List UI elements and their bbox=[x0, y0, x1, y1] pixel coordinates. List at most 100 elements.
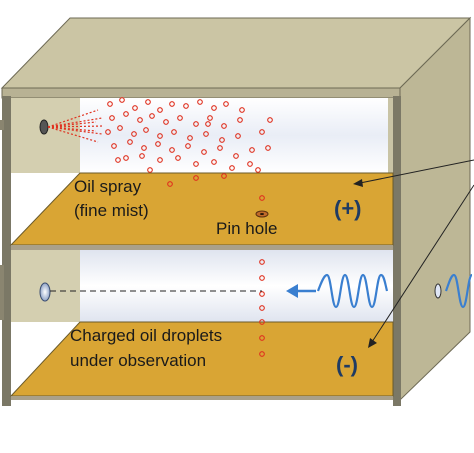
oil-droplet bbox=[211, 159, 217, 165]
oil-droplet bbox=[111, 143, 117, 149]
pin-hole-label: Pin hole bbox=[216, 219, 277, 238]
oil-droplet bbox=[109, 115, 115, 121]
upper-plate-edge bbox=[11, 245, 393, 250]
spray-streak bbox=[47, 126, 99, 143]
oil-droplet bbox=[217, 145, 223, 151]
oil-droplet bbox=[119, 97, 125, 103]
charged-droplets-label-line2: under observation bbox=[70, 351, 206, 370]
oil-droplet bbox=[193, 161, 199, 167]
left-bracket-upper bbox=[0, 120, 4, 130]
oil-droplet bbox=[265, 145, 271, 151]
oil-droplet bbox=[167, 181, 173, 187]
oil-droplet bbox=[141, 145, 147, 151]
oil-droplet bbox=[207, 115, 213, 121]
oil-droplet bbox=[143, 127, 149, 133]
oil-droplet bbox=[137, 117, 143, 123]
oil-droplet bbox=[235, 133, 241, 139]
oil-droplet bbox=[239, 107, 245, 113]
inner-right-wall-upper bbox=[388, 98, 393, 173]
oil-droplet bbox=[247, 161, 253, 167]
oil-droplet bbox=[255, 167, 261, 173]
spray-streak bbox=[47, 126, 97, 132]
oil-droplet bbox=[145, 99, 151, 105]
oil-droplet bbox=[223, 101, 229, 107]
oil-droplet bbox=[259, 195, 265, 201]
oil-droplet bbox=[219, 137, 225, 143]
oil-droplet bbox=[203, 131, 209, 137]
oil-droplet bbox=[187, 135, 193, 141]
oil-droplet bbox=[221, 173, 227, 179]
oil-droplet bbox=[132, 105, 138, 111]
charged-droplets-label-line1: Charged oil droplets bbox=[70, 326, 222, 345]
pointer-to-lower-plate bbox=[371, 184, 474, 343]
left-bracket-lower bbox=[0, 265, 4, 320]
pointer-to-upper-plate bbox=[359, 159, 474, 184]
oil-droplet bbox=[259, 275, 265, 281]
oil-droplet bbox=[249, 147, 255, 153]
oil-droplet bbox=[267, 117, 273, 123]
oil-droplet bbox=[201, 149, 207, 155]
oil-droplet bbox=[107, 101, 113, 107]
oil-droplet bbox=[123, 111, 129, 117]
oil-droplet bbox=[175, 155, 181, 161]
oil-droplet bbox=[169, 147, 175, 153]
oil-droplet bbox=[147, 167, 153, 173]
lower-plate-edge bbox=[11, 396, 393, 400]
box-left-post bbox=[2, 96, 11, 406]
oil-droplet bbox=[183, 103, 189, 109]
spray-streak bbox=[47, 125, 105, 128]
oil-droplet bbox=[229, 165, 235, 171]
oil-droplet bbox=[127, 139, 133, 145]
box-front-lip bbox=[1, 87, 401, 99]
oil-droplet bbox=[233, 153, 239, 159]
plus-sign-label: (+) bbox=[334, 196, 362, 221]
oil-droplet bbox=[185, 143, 191, 149]
spray-streak bbox=[47, 121, 97, 128]
fine-mist-label: (fine mist) bbox=[74, 201, 149, 220]
oil-droplet bbox=[117, 125, 123, 131]
side-port-icon bbox=[434, 283, 442, 299]
oil-droplet bbox=[177, 115, 183, 121]
oil-droplet bbox=[169, 101, 175, 107]
light-wave-icon bbox=[316, 273, 389, 309]
spray-streak bbox=[47, 109, 99, 128]
oil-droplet bbox=[123, 155, 129, 161]
oil-droplet bbox=[157, 133, 163, 139]
oil-droplet bbox=[171, 129, 177, 135]
oil-droplet bbox=[193, 121, 199, 127]
oil-droplet bbox=[131, 131, 137, 137]
oil-spray-label: Oil spray bbox=[74, 177, 142, 196]
oil-droplet bbox=[259, 305, 265, 311]
oil-droplet bbox=[105, 129, 111, 135]
external-light-wave bbox=[444, 273, 474, 309]
oil-droplet bbox=[211, 105, 217, 111]
oil-droplets bbox=[105, 97, 273, 357]
oil-droplet bbox=[163, 119, 169, 125]
oil-droplet bbox=[115, 157, 121, 163]
pointer-arrowhead-lower bbox=[368, 338, 377, 348]
oil-droplet bbox=[157, 157, 163, 163]
oil-droplet bbox=[205, 121, 211, 127]
inner-left-wall-upper bbox=[11, 98, 80, 173]
pin-hole-center bbox=[260, 213, 264, 215]
oil-droplet bbox=[259, 351, 265, 357]
oil-droplet bbox=[193, 175, 199, 181]
box-right-post bbox=[393, 96, 401, 406]
oil-droplet bbox=[139, 153, 145, 159]
oil-droplet bbox=[259, 129, 265, 135]
box-top bbox=[0, 17, 472, 89]
spray-streaks bbox=[47, 109, 105, 143]
oil-droplet bbox=[259, 259, 265, 265]
oil-droplet bbox=[157, 107, 163, 113]
minus-sign-label: (-) bbox=[336, 352, 358, 377]
pointer-arrowhead-upper bbox=[353, 179, 363, 187]
oil-droplet bbox=[149, 113, 155, 119]
atomizer-nozzle-icon bbox=[39, 119, 49, 135]
oil-droplet bbox=[221, 123, 227, 129]
oil-droplet bbox=[237, 117, 243, 123]
oil-droplet bbox=[259, 319, 265, 325]
oil-droplet bbox=[155, 141, 161, 147]
oil-droplet bbox=[259, 291, 265, 297]
